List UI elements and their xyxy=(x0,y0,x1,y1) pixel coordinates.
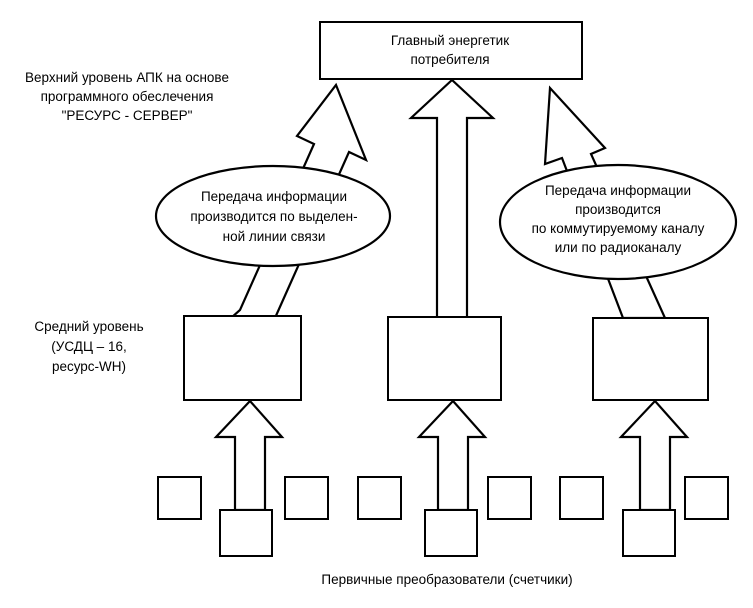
left-ellipse xyxy=(154,164,392,268)
meter-box xyxy=(219,509,273,557)
middle-level-label-line-3: ресурс-WH) xyxy=(52,359,126,374)
right-ellipse-line-4: или по радиоканалу xyxy=(555,240,682,255)
left-ellipse-line-1: Передача информации xyxy=(201,189,347,204)
top-level-label-line-1: Верхний уровень АПК на основе xyxy=(25,70,229,85)
top-level-label-line-3: "РЕСУРС - СЕРВЕР" xyxy=(62,108,193,123)
top-box xyxy=(319,21,583,80)
meter-box xyxy=(424,509,478,557)
meter-box xyxy=(487,476,532,520)
right-ellipse-line-2: производится xyxy=(575,202,661,217)
left-ellipse-line-2: производится по выделен- xyxy=(190,209,357,224)
middle-level-label-line-2: (УСДЦ – 16, xyxy=(51,339,126,354)
middle-level-label-line-1: Средний уровень xyxy=(34,319,143,334)
right-lower-arrow xyxy=(618,399,690,512)
meter-box xyxy=(157,476,202,520)
top-level-label-line-2: программного обеслечения xyxy=(41,89,214,104)
meter-box xyxy=(684,476,729,520)
left-ellipse-line-3: ной линии связи xyxy=(223,229,326,244)
meter-box xyxy=(284,476,329,520)
top-box-line-2: потребителя xyxy=(410,52,489,67)
left-lower-arrow xyxy=(213,399,285,512)
center-upper-arrow xyxy=(408,78,496,320)
meter-box xyxy=(559,476,604,520)
meter-box xyxy=(622,509,676,557)
meter-box xyxy=(357,476,402,520)
right-ellipse-line-3: по коммутируемому каналу xyxy=(532,221,705,236)
center-lower-arrow xyxy=(416,399,488,512)
top-box-line-1: Главный энергетик xyxy=(391,33,509,48)
middle-box-right xyxy=(592,317,709,401)
middle-box-center xyxy=(387,316,502,401)
right-ellipse xyxy=(498,163,738,281)
middle-box-left xyxy=(183,315,302,401)
right-ellipse-line-1: Передача информации xyxy=(545,183,691,198)
bottom-label: Первичные преобразователи (счетчики) xyxy=(321,572,572,587)
